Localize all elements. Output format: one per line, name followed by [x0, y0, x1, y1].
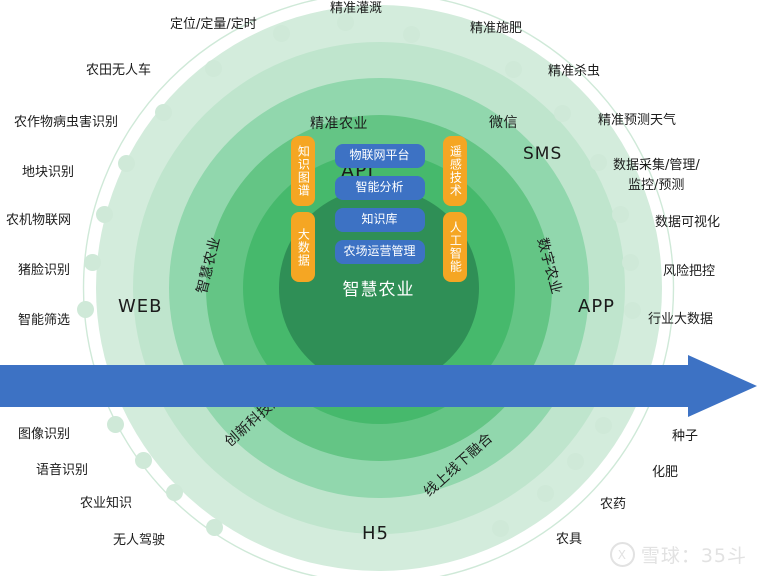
orbit-dot	[205, 60, 222, 77]
orbit-dot	[554, 105, 571, 122]
satellite-label: 监控/预测	[628, 178, 685, 193]
satellite-label: 地块识别	[22, 165, 75, 180]
satellite-label: 农机物联网	[6, 213, 72, 228]
core-box-knowledge-base[interactable]: 知识库	[334, 208, 425, 232]
ring-label-h5: H5	[362, 523, 389, 544]
satellite-label: 种子	[672, 429, 699, 444]
satellite-label: 农作物病虫害识别	[14, 115, 119, 130]
satellite-label: 精准杀虫	[548, 64, 601, 79]
core-title-smart-agriculture: 智慧农业	[342, 280, 415, 300]
service-flow-arrow	[0, 355, 757, 417]
ring-label-sms: SMS	[523, 144, 563, 164]
satellite-label: 化肥	[652, 465, 679, 480]
satellite-label: 风险把控	[663, 264, 716, 279]
arrow-label-agriculture-service: 农业服务	[16, 18, 81, 36]
orbit-dot	[595, 417, 612, 434]
orbit-dot	[337, 14, 354, 31]
satellite-label: 农药	[600, 497, 627, 512]
core-box-big-data[interactable]: 大数据	[290, 212, 315, 282]
orbit-dot	[622, 254, 639, 271]
orbit-dot	[273, 25, 290, 42]
satellite-label: 数据可视化	[655, 215, 721, 230]
orbit-dot	[107, 416, 124, 433]
satellite-label: 农田无人车	[86, 63, 152, 78]
orbit-dot	[166, 484, 183, 501]
satellite-label: 定位/定量/定时	[170, 17, 257, 32]
core-box-remote-sensing[interactable]: 遥感技术	[442, 136, 467, 206]
orbit-dot	[118, 155, 135, 172]
ring-label-web: WEB	[118, 296, 163, 317]
orbit-dot	[206, 519, 223, 536]
core-box-knowledge-graph[interactable]: 知识图谱	[290, 136, 315, 206]
watermark-text: 雪球：35斗	[640, 545, 747, 567]
orbit-dot	[84, 254, 101, 271]
orbit-dot	[96, 206, 113, 223]
arrow-label-smart-service: 智慧服务	[638, 18, 703, 36]
satellite-label: 无人驾驶	[113, 533, 166, 548]
satellite-label: 数据采集/管理/	[613, 158, 700, 173]
orbit-dot	[590, 154, 607, 171]
satellite-label: 农业知识	[80, 496, 133, 511]
orbit-dot	[403, 26, 420, 43]
satellite-label: 语音识别	[36, 463, 89, 478]
core-module-group: 物联网平台 智能分析 知识库 农场运营管理 知识图谱 大数据 遥感技术 人工智能…	[279, 136, 479, 383]
core-box-artificial-intelligence[interactable]: 人工智能	[442, 212, 467, 282]
satellite-label: 精准预测天气	[598, 113, 677, 128]
orbit-dot	[155, 104, 172, 121]
satellite-label: 行业大数据	[648, 312, 714, 327]
satellite-label: 精准灌溉	[330, 1, 383, 16]
satellite-label: 智能筛选	[18, 313, 71, 328]
core-box-intelligent-analysis[interactable]: 智能分析	[334, 176, 425, 200]
satellite-label: 图像识别	[18, 427, 71, 442]
orbit-dot	[537, 485, 554, 502]
satellite-label: 精准施肥	[470, 21, 523, 36]
satellite-label: 猪脸识别	[18, 263, 71, 278]
orbit-dot	[135, 452, 152, 469]
orbit-dot	[77, 301, 94, 318]
core-box-iot-platform[interactable]: 物联网平台	[334, 144, 425, 168]
orbit-dot	[492, 520, 509, 537]
orbit-dot	[624, 302, 641, 319]
core-box-farm-operations[interactable]: 农场运营管理	[334, 240, 425, 264]
watermark: X 雪球：35斗	[609, 541, 747, 568]
satellite-label: 农具	[556, 532, 583, 547]
ring-label-precision-agriculture: 精准农业	[310, 116, 368, 132]
watermark-logo-icon: X	[609, 542, 635, 567]
orbit-dot	[505, 61, 522, 78]
ring-label-app: APP	[578, 296, 616, 317]
ring-label-weixin: 微信	[489, 115, 518, 131]
orbit-dot	[612, 206, 629, 223]
orbit-dot	[567, 453, 584, 470]
